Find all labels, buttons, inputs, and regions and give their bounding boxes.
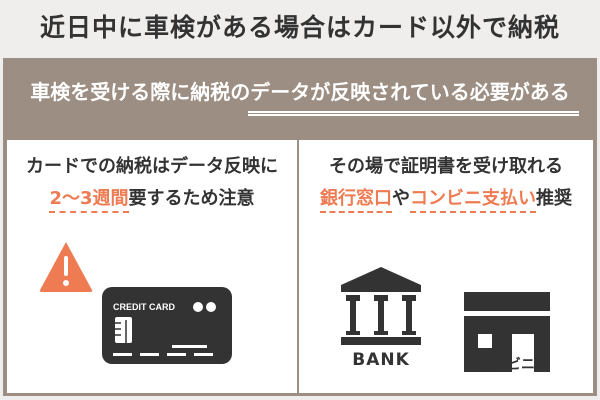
store-note-rest: 推奨: [536, 188, 572, 209]
credit-card-icon: CREDIT CARD: [102, 287, 232, 364]
card-note-line1: カードでの納税はデータ反映に: [26, 156, 278, 177]
bank-label: BANK: [352, 350, 410, 370]
highlight-duration: 2〜3週間: [49, 188, 129, 213]
store-note-mid: や: [392, 188, 410, 209]
subtitle-underline: [248, 111, 579, 116]
highlight-konbini: コンビニ支払い: [410, 188, 536, 213]
subtitle: 車検を受ける際に納税のデータが反映されている必要がある: [30, 80, 570, 104]
store-note-line1: その場で証明書を受け取れる: [329, 156, 563, 177]
card-panel: カードでの納税はデータ反映に 2〜3週間要するため注意 CREDIT CARD: [7, 140, 297, 393]
store-note-line2: 銀行窓口やコンビニ支払い推奨: [299, 184, 593, 213]
convenience-store-icon: [464, 292, 550, 372]
convenience-store-label: コンビニ: [479, 357, 535, 373]
highlight-bank-counter: 銀行窓口: [320, 188, 392, 213]
card-note-rest: 要するため注意: [128, 188, 255, 209]
panel-divider: [297, 140, 299, 393]
credit-card-label: CREDIT CARD: [113, 302, 175, 312]
page-title: 近日中に車検がある場合はカード以外で納税: [39, 13, 560, 42]
warning-icon: [39, 242, 93, 292]
bank-icon: [341, 267, 421, 345]
store-panel: その場で証明書を受け取れる 銀行窓口やコンビニ支払い推奨 BANK コンビニ: [299, 140, 593, 393]
card-note-line2: 2〜3週間要するため注意: [7, 184, 297, 213]
